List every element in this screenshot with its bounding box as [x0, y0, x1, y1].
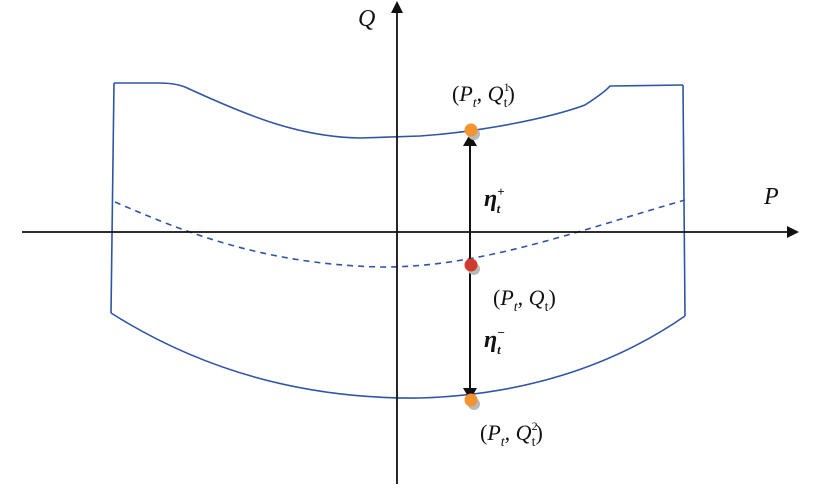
- upper-point: [464, 123, 480, 140]
- q-axis-label: Q: [358, 6, 375, 32]
- p-axis-label: P: [763, 184, 779, 210]
- upper-point-dot: [464, 123, 478, 137]
- left-boundary: [110, 82, 115, 314]
- up-margin-label: η+t: [484, 184, 505, 216]
- lower-boundary: [110, 312, 686, 399]
- center-point: [464, 258, 480, 275]
- down-margin-label: η−t: [484, 325, 505, 357]
- lower-point: [464, 393, 480, 410]
- lower-point-dot: [464, 393, 478, 407]
- center-point-label: (Pt, Qt): [493, 285, 556, 315]
- center-point-dot: [464, 258, 478, 272]
- upper-boundary: [114, 82, 684, 139]
- reference-curve: [114, 199, 686, 268]
